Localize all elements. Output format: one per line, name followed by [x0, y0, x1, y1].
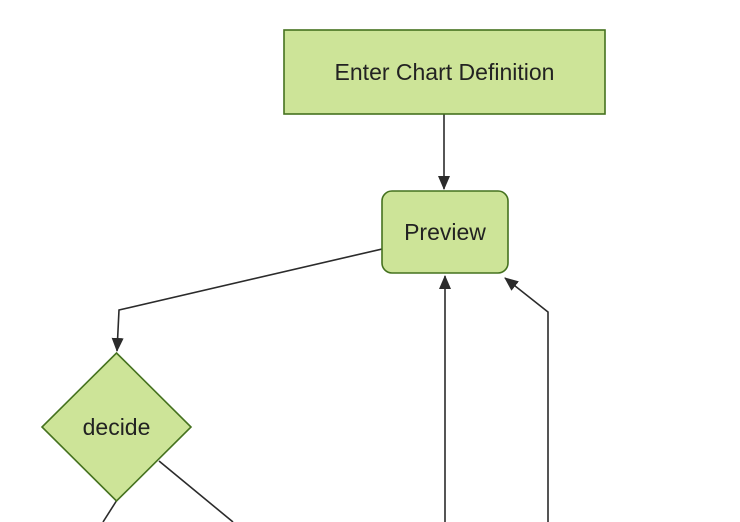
decide-label: decide — [83, 414, 151, 440]
enter-chart-definition-label: Enter Chart Definition — [335, 59, 555, 85]
edge-decide-to-offscreen-left — [102, 499, 118, 522]
preview-box — [381, 190, 509, 274]
decide-diamond — [40, 351, 193, 503]
node-enter-chart-definition: Enter Chart Definition — [283, 29, 606, 115]
edge-decide-to-offscreen-right — [158, 460, 234, 522]
edge-preview-to-decide — [111, 248, 383, 352]
node-preview: Preview — [381, 190, 509, 274]
preview-label: Preview — [404, 219, 486, 245]
enter-chart-definition-box — [283, 29, 606, 115]
edge-bottom-right-to-preview — [504, 277, 549, 522]
node-decide: decide — [40, 351, 193, 503]
